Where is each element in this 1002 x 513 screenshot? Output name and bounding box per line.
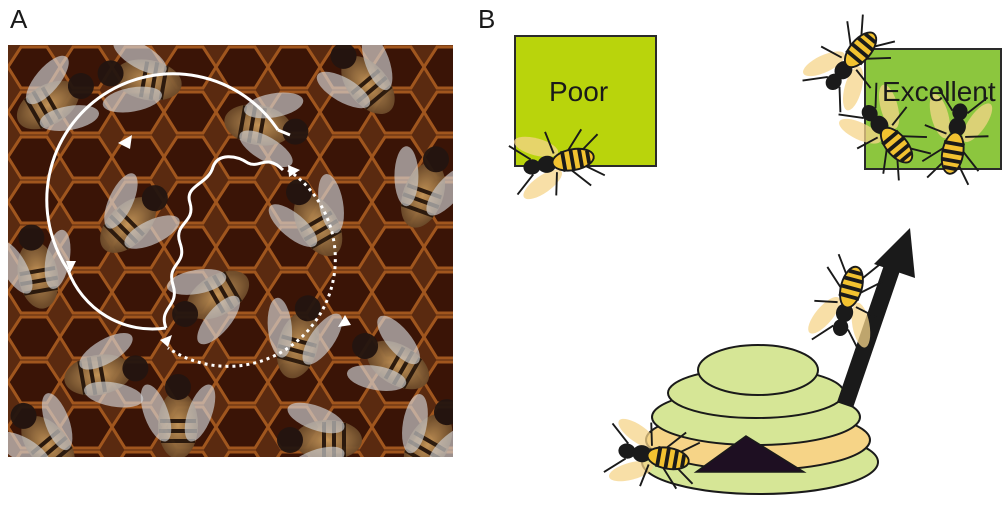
beehive-icon (642, 345, 878, 494)
excellent-site-label: Excellent (882, 76, 996, 108)
wasp-icon (507, 119, 608, 206)
poor-site-label: Poor (549, 76, 608, 108)
